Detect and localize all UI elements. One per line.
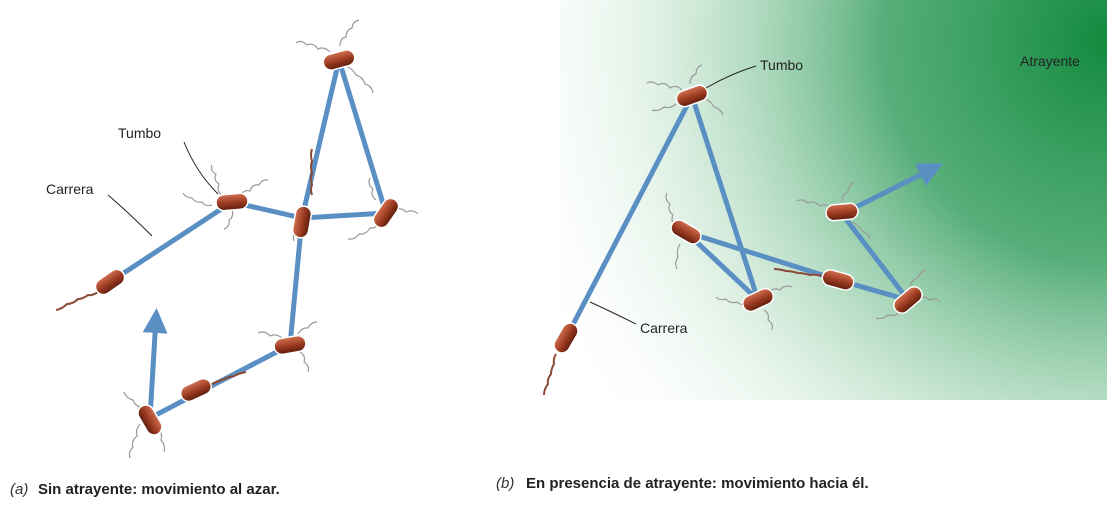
- flagellum: [298, 322, 317, 334]
- flagellum: [340, 20, 359, 46]
- bacterium: [291, 205, 312, 239]
- flagellum-tail: [544, 354, 556, 395]
- flagellum: [124, 392, 142, 408]
- flagellum: [258, 332, 282, 338]
- bacterium: [321, 48, 356, 72]
- flagellum-tail: [311, 149, 312, 195]
- panel-a: Tumbo Carrera: [46, 20, 418, 458]
- tumbo-leader-line: [184, 142, 218, 194]
- carrera-label: Carrera: [640, 320, 688, 336]
- flagellum: [183, 193, 212, 206]
- flagellum: [300, 352, 309, 372]
- flagellum: [224, 210, 233, 229]
- bacterium: [92, 266, 127, 297]
- bacterium: [215, 193, 248, 212]
- bacterium: [273, 334, 307, 355]
- flagellum: [296, 41, 330, 52]
- tumbo-label: Tumbo: [118, 125, 161, 141]
- flagellum-tail: [56, 292, 98, 310]
- flagellum: [129, 424, 140, 458]
- caption-b-letter: (b): [496, 475, 514, 492]
- bacterium: [135, 402, 165, 438]
- flagella-hair-a: [124, 20, 418, 458]
- direction-arrow: [150, 318, 156, 418]
- run-path: [110, 202, 232, 282]
- flagellum: [212, 165, 223, 196]
- run-paths-a: [110, 60, 386, 418]
- carrera-label: Carrera: [46, 181, 94, 197]
- bacterium: [178, 376, 214, 404]
- run-path: [339, 60, 386, 213]
- captions: (a) Sin atrayente: movimiento al azar. (…: [10, 475, 869, 498]
- tumbo-label: Tumbo: [760, 57, 803, 73]
- carrera-leader-line: [108, 195, 152, 236]
- caption-b-text: En presencia de atrayente: movimiento ha…: [526, 475, 869, 492]
- run-path: [302, 60, 339, 218]
- caption-a-text: Sin atrayente: movimiento al azar.: [38, 481, 280, 498]
- flagellum: [240, 180, 268, 196]
- bacterium: [825, 203, 858, 222]
- caption-a-letter: (a): [10, 481, 28, 498]
- atrayente-label: Atrayente: [1020, 53, 1080, 69]
